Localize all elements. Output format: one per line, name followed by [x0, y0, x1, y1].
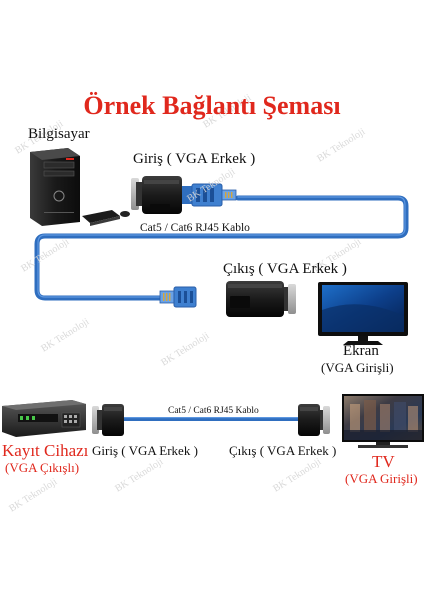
- vga-rj45-adapter-output-icon: [226, 281, 296, 317]
- keyboard-icon: [82, 210, 120, 226]
- tv-sub-label: (VGA Girişli): [345, 471, 418, 486]
- rj45-cable-top: [34, 195, 409, 301]
- bottom-input-connector-label: Giriş ( VGA Erkek ): [92, 443, 198, 458]
- computer-label: Bilgisayar: [28, 126, 90, 142]
- monitor-sub-label: (VGA Girişli): [321, 360, 394, 375]
- bottom-cable-label: Cat5 / Cat6 RJ45 Kablo: [168, 406, 259, 416]
- input-connector-label: Giriş ( VGA Erkek ): [133, 151, 256, 167]
- cable-label: Cat5 / Cat6 RJ45 Kablo: [140, 222, 250, 234]
- dvr-recorder-icon: [2, 400, 86, 437]
- rj45-cable-bottom: [122, 417, 300, 421]
- rj45-plug-icon: [182, 183, 237, 207]
- bottom-output-connector-label: Çıkış ( VGA Erkek ): [229, 443, 337, 458]
- tv-icon: [342, 394, 424, 448]
- page-title: Örnek Bağlantı Şeması: [83, 91, 341, 120]
- rj45-plug-output-icon: [159, 286, 197, 308]
- recorder-label: Kayıt Cihazı: [2, 441, 89, 460]
- monitor-label: Ekran: [343, 343, 379, 359]
- mouse-icon: [120, 211, 130, 217]
- vga-rj45-adapter-bottom-output-icon: [298, 404, 330, 436]
- computer-tower-icon: [30, 148, 80, 226]
- monitor-icon: [318, 282, 408, 345]
- tv-label: TV: [372, 452, 395, 471]
- vga-rj45-adapter-bottom-input-icon: [92, 404, 124, 436]
- output-connector-label: Çıkış ( VGA Erkek ): [223, 261, 347, 277]
- recorder-sub-label: (VGA Çıkışlı): [5, 460, 80, 475]
- vga-rj45-adapter-input-icon: [131, 176, 182, 214]
